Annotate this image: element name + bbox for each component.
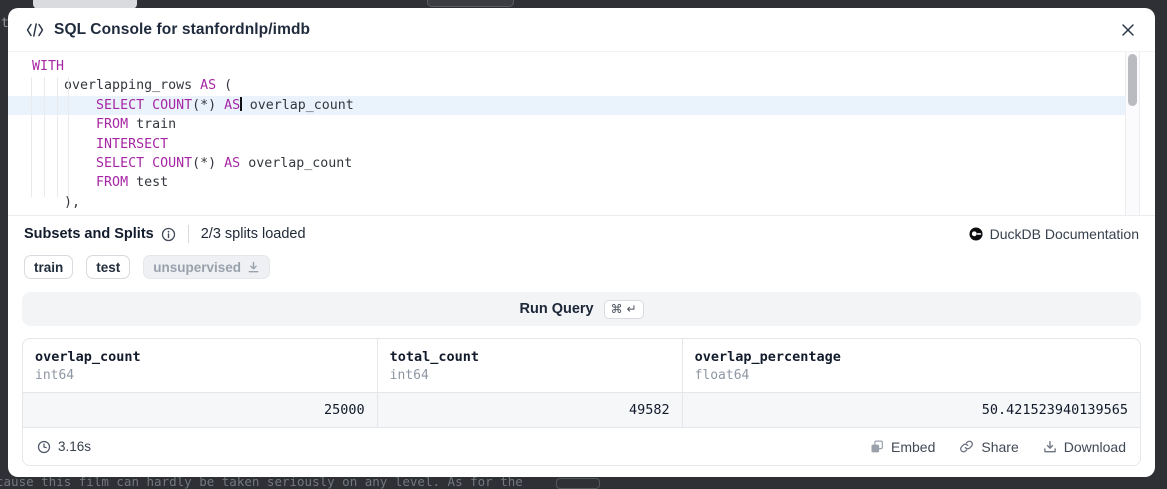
column-header: overlap_count int64 — [23, 339, 378, 392]
duckdb-documentation-link[interactable]: DuckDB Documentation — [969, 226, 1139, 242]
share-button[interactable]: Share — [959, 438, 1019, 455]
code-line[interactable]: FROM test — [96, 175, 169, 191]
keyboard-shortcut-badge: ⌘ ↵ — [603, 299, 644, 319]
split-tags-row: train test unsupervised — [8, 252, 1155, 282]
clock-icon — [37, 440, 51, 454]
download-icon — [1043, 440, 1057, 454]
close-button[interactable] — [1119, 21, 1137, 39]
code-line[interactable]: INTERSECT — [96, 136, 169, 152]
column-name: overlap_percentage — [694, 349, 841, 365]
editor-scrollbar-thumb[interactable] — [1128, 54, 1137, 106]
code-line[interactable]: SELECT COUNT(*) AS overlap_count — [8, 95, 1125, 116]
info-icon — [161, 227, 176, 242]
info-button[interactable] — [161, 227, 176, 242]
code-icon — [26, 22, 44, 37]
split-tag-test[interactable]: test — [86, 255, 131, 279]
download-label: Download — [1063, 438, 1126, 455]
table-cell: 50.421523940139565 — [981, 402, 1128, 418]
run-query-label: Run Query — [519, 301, 594, 317]
column-type: int64 — [35, 368, 75, 383]
results-table: overlap_count int64 total_count int64 ov… — [22, 338, 1141, 466]
code-line[interactable]: ), — [32, 194, 81, 210]
column-name: total_count — [389, 349, 480, 365]
column-header: overlap_percentage float64 — [683, 339, 1140, 392]
background-fragment — [33, 0, 137, 9]
duckdb-documentation-label: DuckDB Documentation — [989, 226, 1139, 242]
split-tag-unsupervised[interactable]: unsupervised — [143, 255, 271, 279]
split-tag-label: unsupervised — [153, 259, 242, 275]
share-label: Share — [981, 438, 1019, 455]
embed-label: Embed — [891, 438, 936, 455]
background-fragment — [427, 0, 514, 7]
results-footer: 3.16s Embed — [23, 428, 1140, 465]
sql-console-modal: SQL Console for stanfordnlp/imdb WITH ov… — [8, 8, 1155, 477]
column-type: float64 — [694, 368, 750, 383]
split-tag-label: train — [34, 259, 64, 275]
editor-lines: WITH overlapping_rows AS ( SELECT COUNT(… — [8, 52, 1125, 212]
code-line[interactable]: WITH — [32, 59, 65, 74]
table-cell: 49582 — [378, 393, 683, 427]
background-page-text: cause this film can hardly be taken seri… — [0, 474, 523, 489]
results-table-header: overlap_count int64 total_count int64 ov… — [23, 339, 1140, 393]
modal-title: SQL Console for stanfordnlp/imdb — [54, 20, 311, 38]
editor-scrollbar[interactable] — [1125, 52, 1140, 215]
background-fragment — [556, 478, 600, 489]
run-query-button[interactable]: Run Query ⌘ ↵ — [22, 292, 1141, 326]
query-elapsed-time: 3.16s — [37, 439, 91, 454]
download-icon — [247, 261, 260, 274]
split-tag-train[interactable]: train — [24, 255, 74, 279]
table-cell: 25000 — [23, 393, 378, 427]
code-line[interactable]: overlapping_rows AS ( — [32, 78, 233, 94]
column-type: int64 — [389, 368, 429, 383]
download-button[interactable]: Download — [1043, 439, 1126, 455]
embed-button[interactable]: Embed — [870, 439, 935, 455]
elapsed-value: 3.16s — [58, 439, 92, 454]
splits-loaded-status: 2/3 splits loaded — [200, 226, 306, 242]
code-line[interactable]: FROM train — [96, 117, 177, 133]
subsets-splits-title: Subsets and Splits — [24, 226, 154, 242]
code-line[interactable]: SELECT COUNT(*) AS overlap_count — [96, 155, 353, 171]
split-tag-label: test — [96, 259, 121, 275]
share-link-icon — [959, 439, 974, 454]
embed-icon — [870, 440, 884, 454]
divider — [187, 225, 189, 243]
column-header: total_count int64 — [378, 339, 683, 392]
column-name: overlap_count — [35, 349, 141, 365]
close-icon — [1121, 23, 1135, 37]
text-cursor — [240, 96, 242, 111]
sql-editor[interactable]: WITH overlapping_rows AS ( SELECT COUNT(… — [8, 52, 1155, 216]
background-fragment: t — [1, 16, 9, 31]
duckdb-icon — [969, 227, 983, 241]
modal-header: SQL Console for stanfordnlp/imdb — [8, 8, 1155, 52]
subsets-splits-bar: Subsets and Splits 2/3 splits loaded Duc — [8, 216, 1155, 252]
table-row: 25000 49582 50.421523940139565 — [23, 393, 1140, 428]
